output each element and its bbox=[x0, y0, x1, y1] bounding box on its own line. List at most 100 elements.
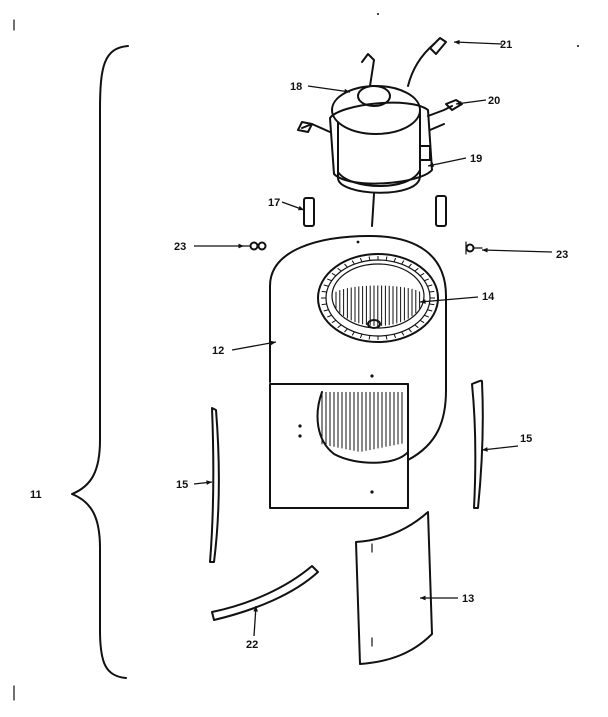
inlet-rim-tooth bbox=[424, 278, 429, 282]
screw-right bbox=[465, 241, 483, 255]
cutoff-plate bbox=[211, 565, 319, 621]
callout-11: 11 bbox=[30, 489, 42, 501]
blower-wheel bbox=[316, 256, 435, 464]
leader-21 bbox=[453, 41, 503, 45]
inlet-rim-tooth bbox=[323, 284, 329, 287]
inlet-rim-tooth bbox=[414, 267, 419, 272]
motor-shaft bbox=[371, 193, 375, 227]
mount-clip-right bbox=[445, 99, 463, 111]
mount-plate-left bbox=[303, 197, 315, 227]
wire-lead-plug bbox=[429, 37, 447, 55]
housing-inlet-ring bbox=[317, 253, 439, 343]
motor-bottom-edge bbox=[337, 169, 421, 187]
inlet-rim-tooth bbox=[401, 260, 405, 265]
leader-20-arrowhead bbox=[456, 100, 462, 106]
inlet-rim-tooth bbox=[344, 328, 348, 333]
side-panel-right bbox=[471, 379, 484, 509]
inlet-rim-tooth bbox=[427, 284, 433, 287]
inlet-rim-tooth bbox=[359, 257, 363, 263]
inlet-rim-tooth bbox=[368, 256, 371, 261]
motor-mount-band bbox=[329, 101, 433, 185]
housing-rivet bbox=[298, 424, 302, 428]
inlet-rim-tooth bbox=[327, 278, 332, 282]
callout-17: 17 bbox=[268, 197, 280, 209]
callout-18: 18 bbox=[290, 81, 302, 93]
motor-hub bbox=[357, 85, 391, 107]
motor-mount-arm-lower-right bbox=[429, 123, 445, 131]
callout-15-left: 15 bbox=[176, 479, 188, 491]
callout-21: 21 bbox=[500, 39, 512, 51]
inlet-rim-tooth bbox=[393, 333, 397, 339]
wire-lead bbox=[407, 43, 435, 87]
inlet-rim-tooth bbox=[351, 331, 355, 336]
inlet-rim-tooth bbox=[414, 324, 419, 329]
mount-clip-left bbox=[297, 121, 313, 133]
leader-12 bbox=[231, 341, 277, 351]
inlet-rim-tooth bbox=[337, 267, 342, 272]
leader-23-right bbox=[481, 249, 553, 253]
blower-housing bbox=[269, 235, 447, 509]
inlet-rim-tooth bbox=[408, 263, 412, 268]
inlet-rim-tooth bbox=[337, 324, 342, 329]
motor-top-post bbox=[361, 53, 375, 87]
inlet-rim-tooth bbox=[331, 272, 337, 277]
leader-lines bbox=[193, 39, 553, 637]
leader-13-arrowhead bbox=[420, 595, 426, 601]
screw-left bbox=[243, 241, 267, 251]
housing-front-panel bbox=[269, 383, 409, 509]
inlet-rim-tooth bbox=[429, 290, 435, 293]
leader-17-arrowhead bbox=[298, 205, 304, 211]
leader-23-left-arrowhead bbox=[238, 243, 244, 249]
callout-15-right: 15 bbox=[520, 433, 532, 445]
callout-13: 13 bbox=[462, 593, 474, 605]
leader-19 bbox=[427, 157, 467, 167]
leader-15-left-arrowhead bbox=[206, 480, 212, 485]
wheel-lower-outline bbox=[316, 391, 409, 464]
inlet-rim-tooth bbox=[419, 272, 425, 277]
callout-23-left: 23 bbox=[174, 241, 186, 253]
callout-23-right: 23 bbox=[556, 249, 568, 261]
motor-body bbox=[337, 111, 421, 194]
motor bbox=[301, 53, 453, 227]
stray-dot-right bbox=[577, 45, 579, 47]
inlet-rim-tooth bbox=[359, 333, 363, 339]
leader-12-arrowhead bbox=[270, 340, 276, 346]
motor-terminal-block bbox=[419, 145, 431, 161]
inlet-rim-tooth bbox=[393, 257, 397, 263]
wheel-blades-lower bbox=[321, 392, 403, 452]
leader-23-right-arrowhead bbox=[482, 247, 488, 253]
leader-19-arrowhead bbox=[428, 162, 434, 168]
housing-rivet bbox=[298, 434, 302, 438]
housing-rivet bbox=[356, 240, 360, 244]
callout-19: 19 bbox=[470, 153, 482, 165]
leader-15-right bbox=[481, 445, 519, 451]
stray-dot-top bbox=[377, 13, 379, 15]
callout-12: 12 bbox=[212, 345, 224, 357]
leader-22-arrowhead bbox=[253, 606, 258, 612]
inlet-rim-tooth bbox=[321, 290, 327, 293]
inlet-rim-tooth bbox=[351, 260, 355, 265]
inlet-rim-tooth bbox=[401, 331, 405, 336]
leader-21-arrowhead bbox=[454, 39, 460, 45]
side-panel-left bbox=[209, 407, 220, 563]
housing-rivet bbox=[370, 490, 374, 494]
inlet-rim-tooth bbox=[368, 335, 371, 340]
mount-plate-right bbox=[435, 195, 447, 227]
inlet-rim-tooth bbox=[408, 328, 412, 333]
inlet-rim-tooth bbox=[323, 309, 329, 312]
inlet-rim-tooth bbox=[385, 256, 388, 261]
leader-18-arrowhead bbox=[344, 88, 350, 94]
inlet-rim-tooth bbox=[344, 263, 348, 268]
inlet-rim-tooth bbox=[427, 309, 433, 312]
inlet-rim-tooth bbox=[429, 303, 435, 306]
inlet-rim-tooth bbox=[321, 303, 327, 306]
callout-20: 20 bbox=[488, 95, 500, 107]
inlet-rim-tooth bbox=[327, 314, 332, 318]
wheel-blades-top bbox=[321, 256, 435, 340]
housing-scroll-outline bbox=[269, 235, 447, 461]
housing-rivet bbox=[370, 374, 374, 378]
leader-18 bbox=[307, 85, 351, 93]
leader-14 bbox=[419, 296, 479, 303]
inlet-rim-tooth bbox=[424, 314, 429, 318]
